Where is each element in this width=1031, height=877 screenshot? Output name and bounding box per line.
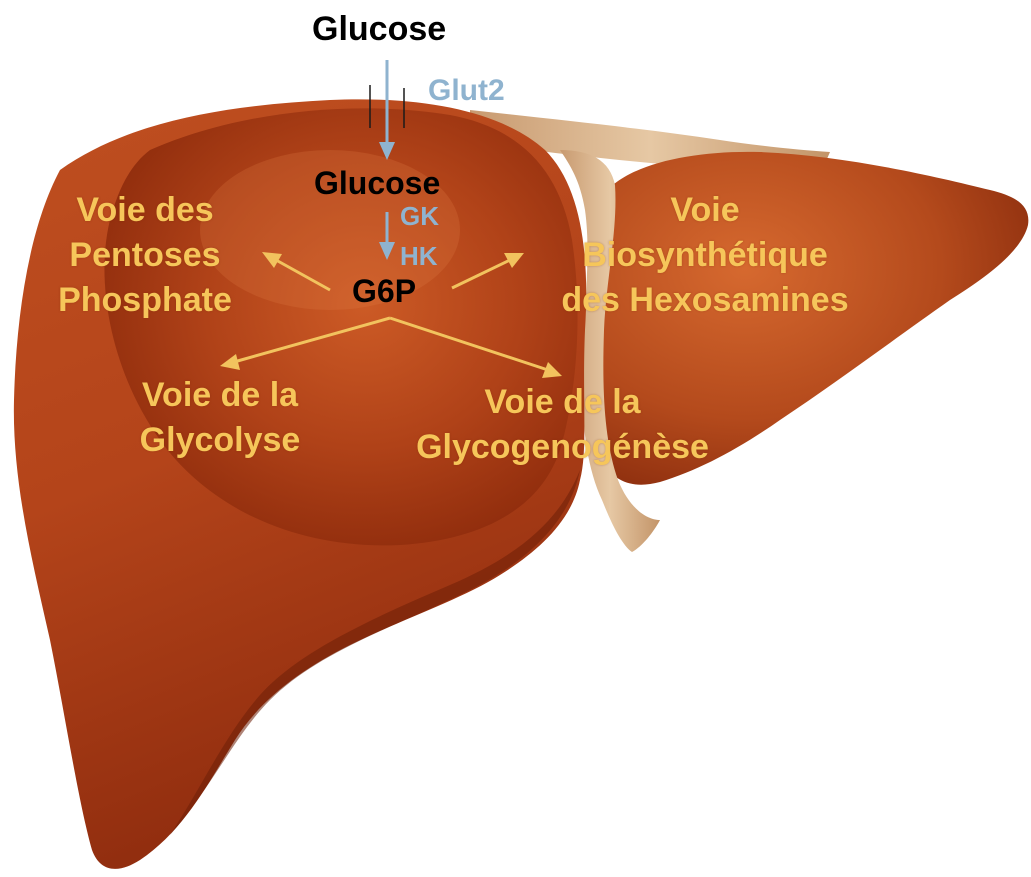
- glycolysis-line-2: Glycolyse: [100, 418, 340, 463]
- gk-label: GK: [400, 203, 439, 229]
- glycolysis-line-1: Voie de la: [100, 373, 340, 418]
- glycogenesis-line-2: Glycogenogénèse: [385, 425, 740, 470]
- pentose-line-3: Phosphate: [30, 278, 260, 323]
- glycogenesis-line-1: Voie de la: [385, 380, 740, 425]
- glycogenesis-pathway-label: Voie de la Glycogenogénèse: [385, 380, 740, 470]
- pentose-line-2: Pentoses: [30, 233, 260, 278]
- hexosamine-line-2: Biosynthétique: [530, 233, 880, 278]
- glycolysis-pathway-label: Voie de la Glycolyse: [100, 373, 340, 463]
- glucose-inside-label: Glucose: [314, 167, 440, 199]
- pentose-pathway-label: Voie des Pentoses Phosphate: [30, 188, 260, 323]
- glucose-outside-label: Glucose: [312, 12, 446, 46]
- hexosamine-line-1: Voie: [530, 188, 880, 233]
- hexosamine-pathway-label: Voie Biosynthétique des Hexosamines: [530, 188, 880, 323]
- hk-label: HK: [400, 243, 438, 269]
- g6p-label: G6P: [352, 275, 416, 307]
- hexosamine-line-3: des Hexosamines: [530, 278, 880, 323]
- pentose-line-1: Voie des: [30, 188, 260, 233]
- glut2-label: Glut2: [428, 76, 505, 106]
